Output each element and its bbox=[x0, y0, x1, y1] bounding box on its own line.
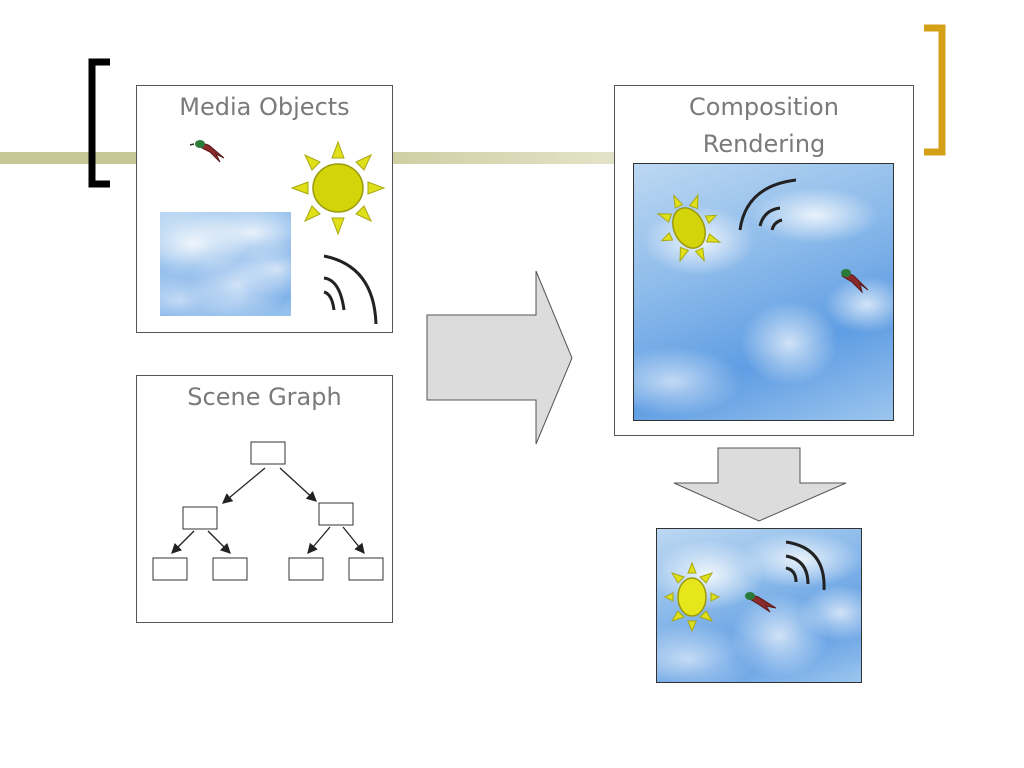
tree-node-rr bbox=[348, 557, 384, 581]
tree-node-rl bbox=[288, 557, 324, 581]
tree-node-root bbox=[250, 441, 286, 465]
sound-waves-icon bbox=[738, 178, 797, 231]
bird-icon bbox=[841, 269, 869, 294]
left-bracket-icon bbox=[88, 58, 110, 188]
composition-title-line2: Rendering bbox=[702, 130, 826, 158]
sun-icon bbox=[663, 561, 721, 633]
media-sky-image bbox=[160, 212, 291, 316]
sound-waves-icon bbox=[785, 540, 826, 591]
sun-icon bbox=[290, 140, 386, 236]
right-bracket-icon bbox=[924, 24, 946, 156]
scene-graph-title: Scene Graph bbox=[187, 383, 342, 411]
tree-edge bbox=[171, 530, 195, 554]
tree-edge bbox=[307, 526, 331, 554]
tree-edge bbox=[222, 467, 266, 504]
sound-waves-icon bbox=[323, 254, 378, 325]
scene-graph-tree bbox=[152, 441, 384, 581]
composition-title-line1: Composition bbox=[689, 93, 839, 121]
bird-icon bbox=[745, 592, 777, 613]
arrow-right-icon bbox=[426, 270, 573, 445]
tree-node-left bbox=[182, 506, 218, 530]
tree-node-ll bbox=[152, 557, 188, 581]
media-objects-title: Media Objects bbox=[179, 93, 350, 121]
sun-icon bbox=[656, 193, 722, 263]
tree-edge bbox=[279, 467, 317, 502]
scene-graph-panel: Scene Graph bbox=[136, 375, 393, 623]
tree-node-lr bbox=[212, 557, 248, 581]
arrow-down-icon bbox=[673, 447, 847, 522]
tree-node-right bbox=[318, 502, 354, 526]
bird-icon bbox=[189, 140, 225, 163]
tree-edge bbox=[342, 526, 365, 555]
tree-edge bbox=[207, 530, 231, 554]
